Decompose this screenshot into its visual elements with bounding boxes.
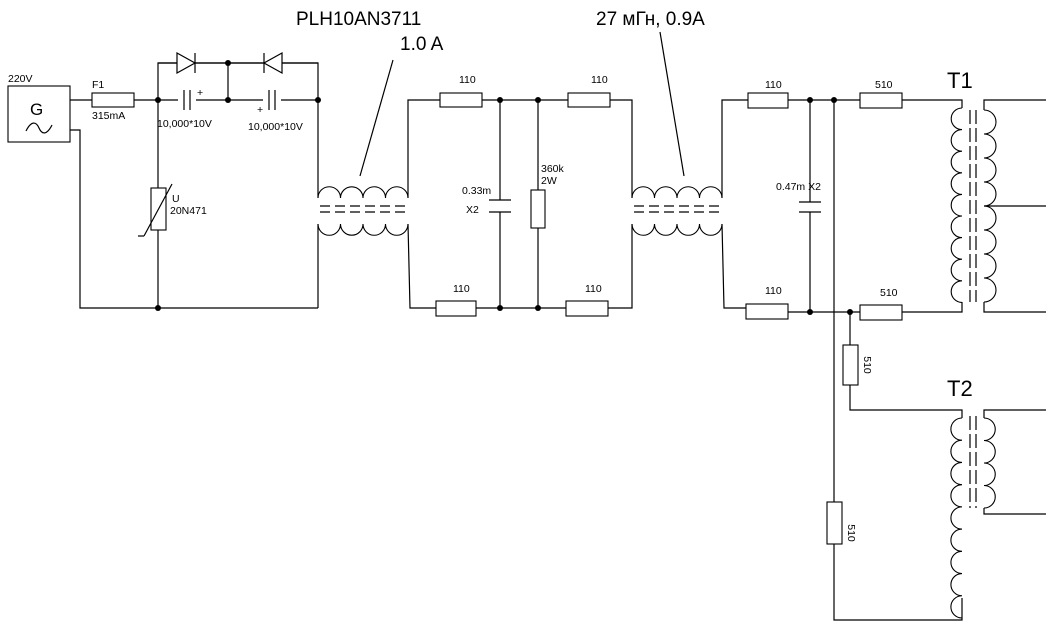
generator-symbol: G (7, 85, 71, 143)
choke1-part-label: PLH10AN3711 (296, 9, 421, 30)
r110-c-label: 110 (453, 283, 470, 295)
capacitor-x2-033 (489, 199, 511, 213)
resistor-360k (530, 189, 546, 229)
cap033-x2-label: X2 (466, 204, 479, 216)
r110-a-label: 110 (459, 74, 476, 86)
capacitor-x2-047 (799, 201, 821, 213)
wires (70, 62, 1046, 621)
choke1-current-label: 1.0 A (400, 34, 444, 55)
choke2-spec-label: 27 мГн, 0.9А (596, 9, 705, 30)
t1-label: T1 (947, 68, 973, 93)
resistor-110-e (747, 92, 789, 109)
capacitor-2: + (257, 90, 281, 116)
cap1-value-label: 10,000*10V (157, 118, 212, 130)
transformer-t1 (950, 107, 997, 303)
t2-label: T2 (947, 376, 973, 401)
varistor-part-label: 20N471 (170, 205, 207, 217)
resistor-510-d (826, 501, 843, 545)
source-voltage-label: 220V (8, 73, 33, 85)
fuse-f1 (91, 92, 135, 108)
r510-d-label: 510 (845, 524, 857, 542)
common-mode-choke-1 (317, 59, 409, 236)
cap2-value-label: 10,000*10V (248, 121, 303, 133)
resistor-110-c (435, 300, 477, 317)
capacitor-1: + (178, 87, 203, 110)
common-mode-choke-2 (631, 31, 723, 236)
resistor-110-a (439, 92, 483, 108)
cap047-value-label: 0.47m X2 (776, 181, 821, 193)
r510-a-label: 510 (875, 79, 893, 91)
r510-b-label: 510 (880, 287, 898, 299)
r360k-power-label: 2W (541, 175, 557, 187)
cap2-plus: + (257, 104, 263, 116)
resistor-510-b (859, 304, 903, 321)
r110-d-label: 110 (585, 283, 602, 295)
fuse-ref-label: F1 (92, 79, 104, 91)
resistor-110-d (565, 300, 609, 317)
resistor-510-c (842, 344, 859, 386)
generator-label: G (30, 100, 43, 119)
varistor-ref-label: U (172, 193, 180, 205)
resistor-510-a (859, 92, 903, 109)
cap033-value-label: 0.33m (462, 185, 491, 197)
diode-1 (176, 51, 228, 75)
r360k-value-label: 360k (541, 163, 565, 175)
r110-e-label: 110 (765, 79, 782, 91)
varistor (138, 183, 173, 237)
r110-b-label: 110 (591, 74, 608, 86)
transformer-t2 (950, 416, 996, 619)
resistor-110-b (567, 92, 611, 108)
r510-c-label: 510 (861, 356, 873, 374)
resistor-110-f (745, 303, 789, 320)
cap1-plus: + (197, 87, 203, 99)
diode-2 (228, 51, 318, 75)
fuse-rating-label: 315mA (92, 110, 125, 122)
r110-f-label: 110 (765, 285, 782, 297)
